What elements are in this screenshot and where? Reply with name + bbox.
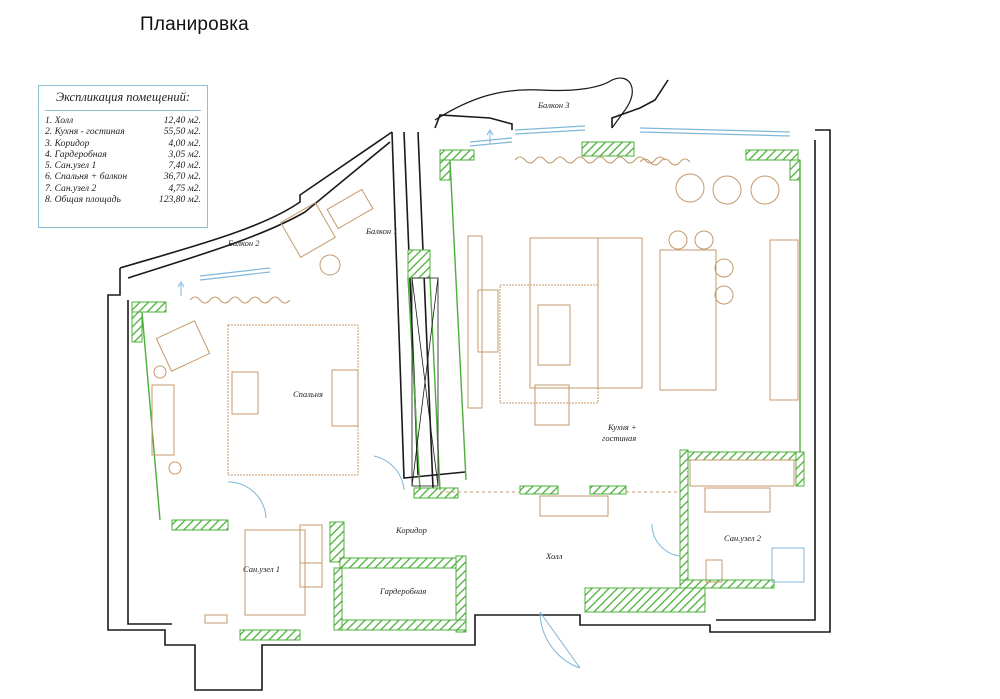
balcony-arrows [177,129,494,296]
label-corridor: Коридор [395,525,427,535]
label-balcony-3: Балкон 3 [537,100,569,110]
balcony-3-outline [434,77,633,129]
label-kitchen-line1: Кухня + [607,422,637,432]
label-wardrobe: Гардеробная [379,586,426,596]
label-kitchen-line2: гостиная [602,433,636,443]
label-hall: Холл [545,551,563,561]
label-balcony-2: Балкон 2 [227,238,260,248]
label-balcony-1: Балкон 1 [365,226,397,236]
label-bath-1: Сан.узел 1 [243,564,280,574]
windows [199,125,791,281]
label-bath-2: Сан.узел 2 [724,533,762,543]
page-title: Планировка [140,14,249,35]
green-wall-lines [141,159,801,521]
outer-walls [107,79,831,691]
doors [227,455,681,669]
legend-title: Экспликация помещений: [45,90,201,111]
label-bedroom: Спальня [293,389,323,399]
curtains [189,156,691,304]
green-walls [131,141,805,641]
wardrobe-panel [411,277,439,487]
furniture [151,173,805,624]
